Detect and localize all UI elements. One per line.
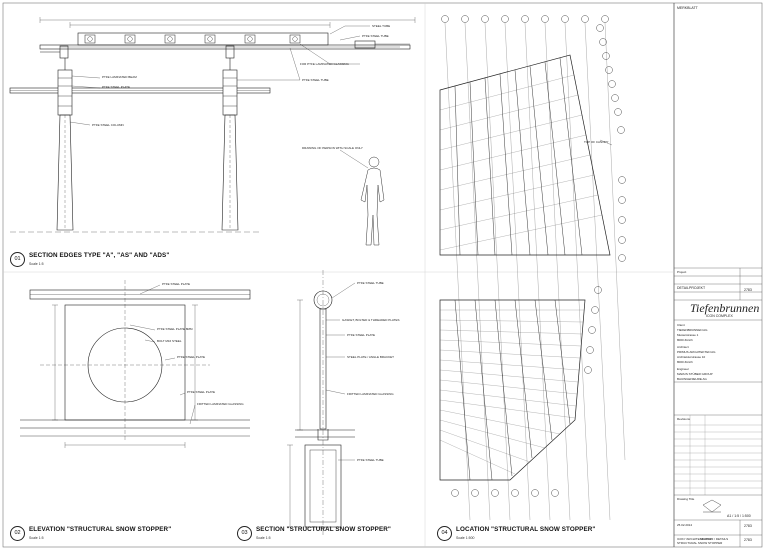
view-03-scale: Scale 1:5 [256,536,271,540]
v01-annotation-1: PTFE LAMINATED BEAM [102,75,137,79]
tb-drawing-no: 2783 [744,538,752,542]
tb-project-label: Project [677,270,687,274]
view-03-title: SECTION "STRUCTURAL SNOW STOPPER" [256,526,391,533]
v02-annotation-3: BOLT M16 STEEL [157,339,182,343]
view-02-elevation-snow-stopper [20,280,251,448]
v02-annotation-1: PTFE STEEL PLATE [162,282,191,286]
view-03-section-snow-stopper [287,270,356,535]
v03-annotation-1: PTFE STEEL TUBE [357,281,384,285]
v04-annotation-1: TOP OF CANOPY [584,140,609,144]
view-04-number: 04 [437,526,452,541]
tb-client-1: TIEFENBRUNNEN AG [677,328,708,332]
tb-architect-2: Architekturstrasse 10 [677,355,706,359]
tb-date: 25.02.2014 [677,523,693,527]
tb-engineer-1: MARUS STÜBER GROUP [677,372,713,376]
v01-person-note: DRAWING OF PERSON WITH SCALE ONLY [302,146,363,150]
title-block-grid [674,267,762,547]
tb-client-2: Musterstrasse 1 [677,333,699,337]
v02-annotation-4: PTFE STEEL PLATE [177,355,206,359]
tb-drawing-title-1: STRUCTURAL SNOW STOPPER [677,541,723,545]
view-02-number: 02 [10,526,25,541]
tb-logo-sub: ICON COMPLEX [706,314,733,318]
v01-annotation-4: PTFE STEEL COLUMN [92,123,124,127]
v01-annotation-3: STEEL TUBE [372,24,391,28]
tb-revisions-label: Revisions [677,417,691,421]
v02-annotation-2: PTFE STEEL PLATE 8MM [157,327,193,331]
sheet-header-right: MERKBLATT [677,6,698,10]
tb-status: DETAILPROJEKT [677,286,706,290]
view-01-title: SECTION EDGES TYPE "A", "AS" AND "ADS" [29,252,170,259]
view-01-number: 01 [10,252,25,267]
tb-client-0: Client [677,323,685,327]
v03-annotation-5: FRITTED LAMINATED GLASSING [347,392,394,396]
tb-engineer-2: BAUINGENIEURE AG [677,377,707,381]
tb-sheet-code: 2783 [744,288,752,292]
view-01-scale: Scale 1:5 [29,262,44,266]
tb-sheet-size: A1 / 1:5 / 1:500 [727,514,751,518]
view-03-number: 03 [237,526,252,541]
tb-architect-1: PRIMUS ARCHITEKTEN AG [677,350,716,354]
tb-client-3: 8000 Zürich [677,338,693,342]
tb-engineer-0: Engineer [677,367,690,371]
v01-annotation-6: FOR PTFE LAMINATED GLASSING [300,62,349,66]
view-04-title: LOCATION "STRUCTURAL SNOW STOPPER" [456,526,596,533]
v03-annotation-4: STEEL PLATE / ANGLE BRACKET [347,355,395,359]
v03-annotation-2: GASKET, BOLTED & THREADED PLATES [342,318,400,322]
view-04-scale: Scale 1:500 [456,536,475,540]
tb-drawing-title-label: Drawing Title [677,497,695,501]
view-04-location-plan [439,15,626,521]
v03-annotation-3: PTFE STEEL PLATE [347,333,376,337]
v01-annotation-5: PTFE STEEL TUBE [362,34,389,38]
v01-annotation-2: PTFE STEEL PLATE [102,85,131,89]
view-02-scale: Scale 1:5 [29,536,44,540]
v03-annotation-6: PTFE STEEL TUBE [357,458,384,462]
v02-annotation-6: FRITTED LAMINATED GLASSING [197,402,244,406]
tb-logo: Tiefenbrunnen [690,301,760,315]
v01-annotation-7: PTFE STEEL TUBE [302,78,329,82]
tb-drawing-title-2: SECTION / DETAILS [700,537,729,541]
tb-architect-0: Architect [677,345,689,349]
tb-architect-3: 8000 Zürich [677,360,693,364]
view-01-section-edges [9,17,416,246]
tb-drawing-title-0: ICON "ARCHITECTURAL" [677,537,713,541]
view-02-title: ELEVATION "STRUCTURAL SNOW STOPPER" [29,526,172,533]
v02-annotation-5: PTFE STEEL PLATE [187,390,216,394]
tb-bottom-code: 2783 [744,524,752,528]
